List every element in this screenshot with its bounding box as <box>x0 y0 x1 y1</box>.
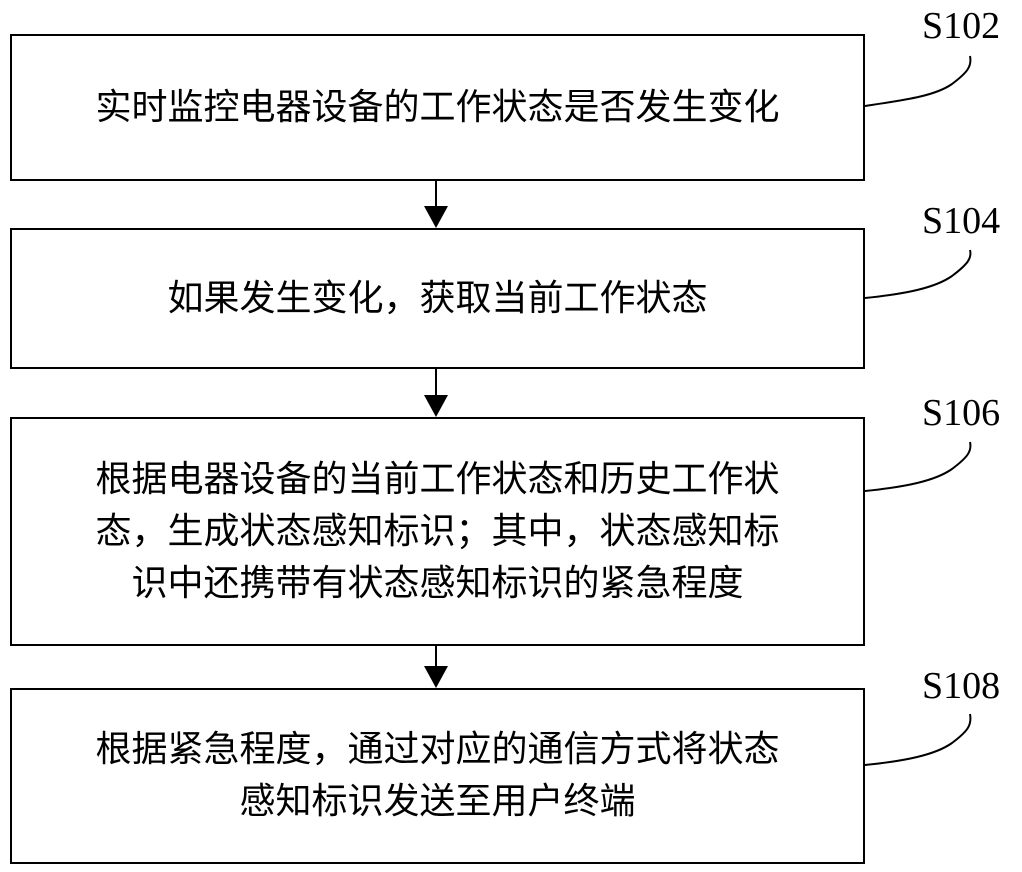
step-label-s106: S106 <box>922 392 1001 434</box>
step-text: 根据紧急程度，通过对应的通信方式将状态 感知标识发送至用户终端 <box>95 729 780 822</box>
step-label-s102: S102 <box>922 5 1001 47</box>
arrow-s106-to-s108 <box>424 646 448 688</box>
step-text: 根据电器设备的当前工作状态和历史工作状 态，生成状态感知标识；其中，状态感知标 … <box>95 458 780 604</box>
arrow-s104-to-s106 <box>424 369 448 417</box>
step-text: 如果发生变化，获取当前工作状态 <box>167 277 708 319</box>
leader-line-s106 <box>864 441 972 492</box>
flow-step-s108: 根据紧急程度，通过对应的通信方式将状态 感知标识发送至用户终端 <box>10 688 865 864</box>
arrow-s102-to-s104 <box>424 181 448 228</box>
leader-line-s102 <box>864 55 972 107</box>
step-label-s108: S108 <box>922 665 1001 707</box>
leader-line-s108 <box>864 713 972 766</box>
flow-step-s106: 根据电器设备的当前工作状态和历史工作状 态，生成状态感知标识；其中，状态感知标 … <box>10 417 865 646</box>
flow-step-s104: 如果发生变化，获取当前工作状态 <box>10 228 865 369</box>
step-text: 实时监控电器设备的工作状态是否发生变化 <box>95 86 780 128</box>
step-label-s104: S104 <box>922 200 1001 242</box>
leader-line-s104 <box>864 249 972 299</box>
flow-step-s102: 实时监控电器设备的工作状态是否发生变化 <box>10 34 865 181</box>
